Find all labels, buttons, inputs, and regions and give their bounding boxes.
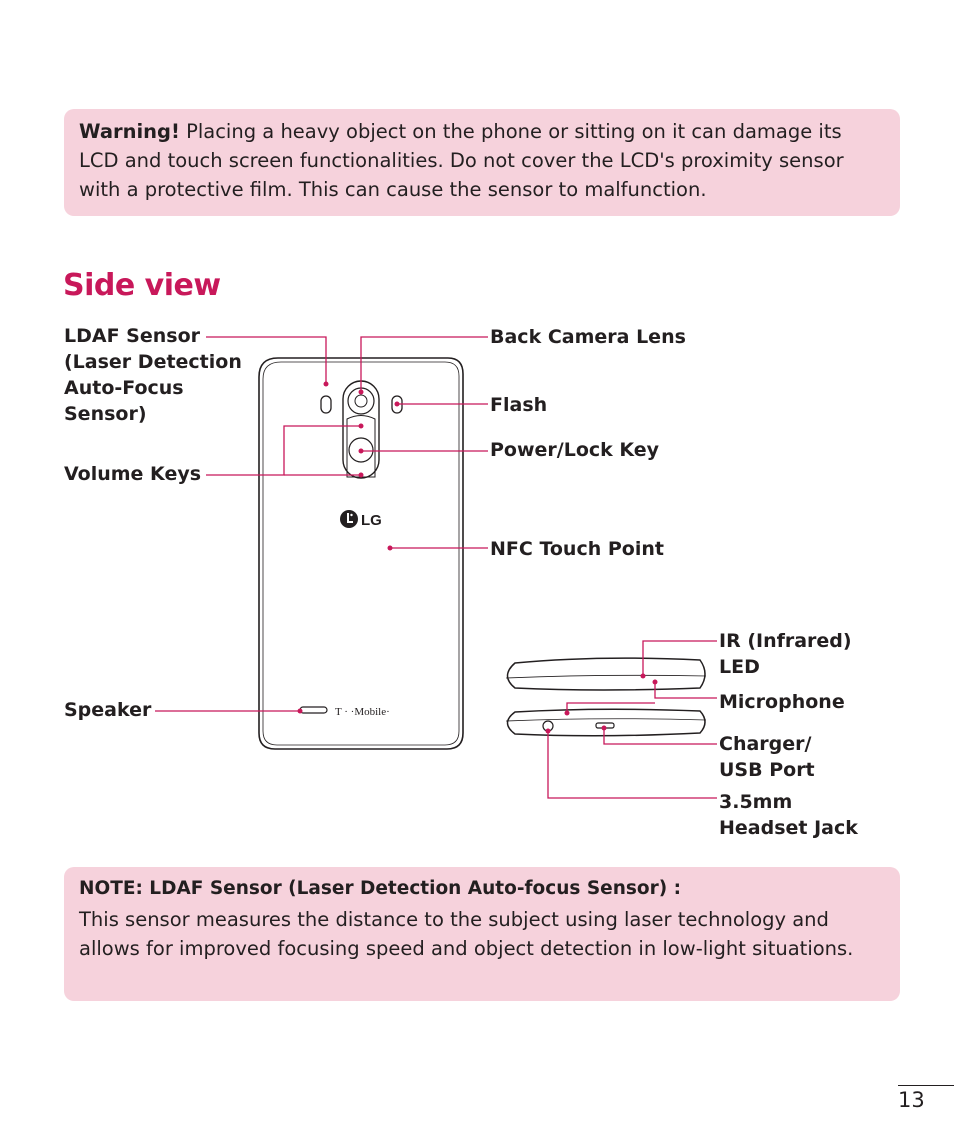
label-flash: Flash bbox=[490, 394, 548, 416]
top-edge-view bbox=[505, 657, 707, 691]
camera-lens bbox=[354, 394, 368, 408]
carrier-mark: T · ·Mobile· bbox=[335, 706, 390, 718]
lg-logo bbox=[340, 510, 358, 528]
ldaf-sensor-mark bbox=[320, 395, 332, 414]
section-heading: Side view bbox=[63, 268, 221, 303]
label-headset-jack: 3.5mm Headset Jack bbox=[719, 791, 858, 839]
label-back-camera-lens: Back Camera Lens bbox=[490, 326, 686, 348]
label-nfc-touch-point: NFC Touch Point bbox=[490, 538, 664, 560]
power-key bbox=[348, 437, 374, 463]
note-box: NOTE: LDAF Sensor (Laser Detection Auto-… bbox=[64, 867, 900, 1001]
bottom-edge-view bbox=[505, 708, 707, 737]
label-microphone: Microphone bbox=[719, 691, 845, 713]
warning-box: Warning! Placing a heavy object on the p… bbox=[64, 109, 900, 216]
note-text: This sensor measures the distance to the… bbox=[79, 908, 854, 960]
brand-text: LG bbox=[361, 512, 382, 529]
camera-keys-housing bbox=[342, 380, 380, 479]
callout-lines bbox=[155, 336, 717, 799]
warning-title: Warning! bbox=[79, 120, 180, 143]
callout-dots bbox=[297, 381, 658, 734]
label-speaker: Speaker bbox=[64, 699, 152, 721]
speaker-grille bbox=[299, 706, 328, 714]
warning-text: Placing a heavy object on the phone or s… bbox=[79, 120, 844, 201]
label-power-lock-key: Power/Lock Key bbox=[490, 439, 660, 461]
phone-back bbox=[258, 357, 464, 750]
label-volume-keys: Volume Keys bbox=[64, 463, 202, 485]
note-title: NOTE: LDAF Sensor (Laser Detection Auto-… bbox=[79, 878, 682, 899]
label-ldaf-sensor: LDAF Sensor (Laser Detection Auto-Focus … bbox=[64, 325, 242, 425]
page-number: 13 bbox=[898, 1088, 925, 1112]
page-number-rule bbox=[898, 1085, 954, 1086]
label-charger-usb-port: Charger/ USB Port bbox=[719, 733, 815, 781]
label-ir-led: IR (Infrared) LED bbox=[719, 630, 852, 678]
